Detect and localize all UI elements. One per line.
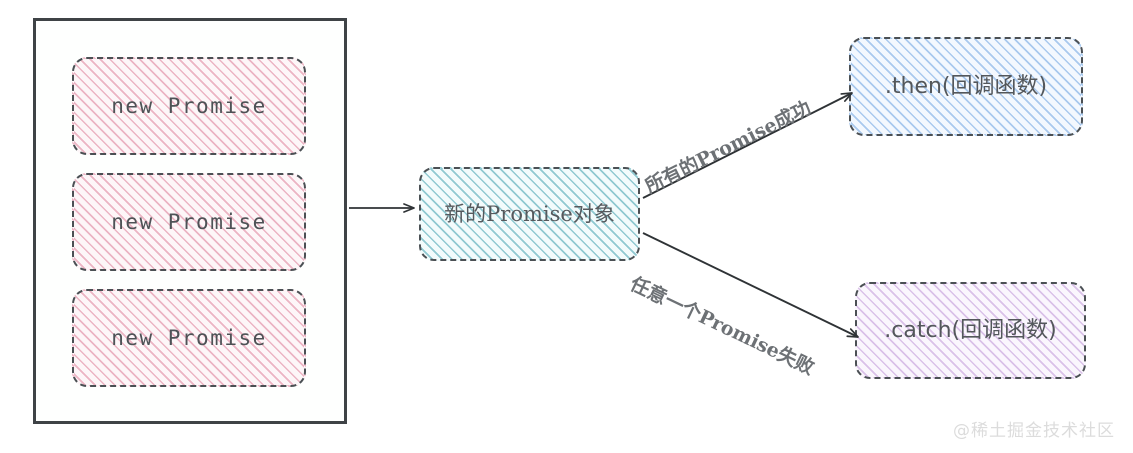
node-new-promise-2: new Promise — [72, 173, 306, 271]
node-new-promise-1-label: new Promise — [111, 93, 267, 118]
node-new-promise-2-label: new Promise — [111, 209, 267, 234]
edge-label-all-promise-success: 所有的Promise成功 — [641, 96, 815, 198]
watermark: @稀土掘金技术社区 — [953, 421, 1115, 441]
node-new-promise-1: new Promise — [72, 57, 306, 155]
node-new-promise-3: new Promise — [72, 289, 306, 387]
node-catch: .catch(回调函数) — [855, 282, 1086, 379]
node-catch-label: .catch(回调函数) — [884, 317, 1057, 343]
edge-center-to-catch — [642, 232, 859, 338]
node-new-promise-3-label: new Promise — [111, 325, 267, 350]
node-then: .then(回调函数) — [849, 37, 1083, 136]
node-new-promise-object-label: 新的Promise对象 — [444, 201, 615, 226]
node-new-promise-object: 新的Promise对象 — [419, 167, 640, 261]
edge-label-any-promise-failure: 任意一个Promise失败 — [626, 272, 818, 380]
node-then-label: .then(回调函数) — [884, 73, 1048, 99]
